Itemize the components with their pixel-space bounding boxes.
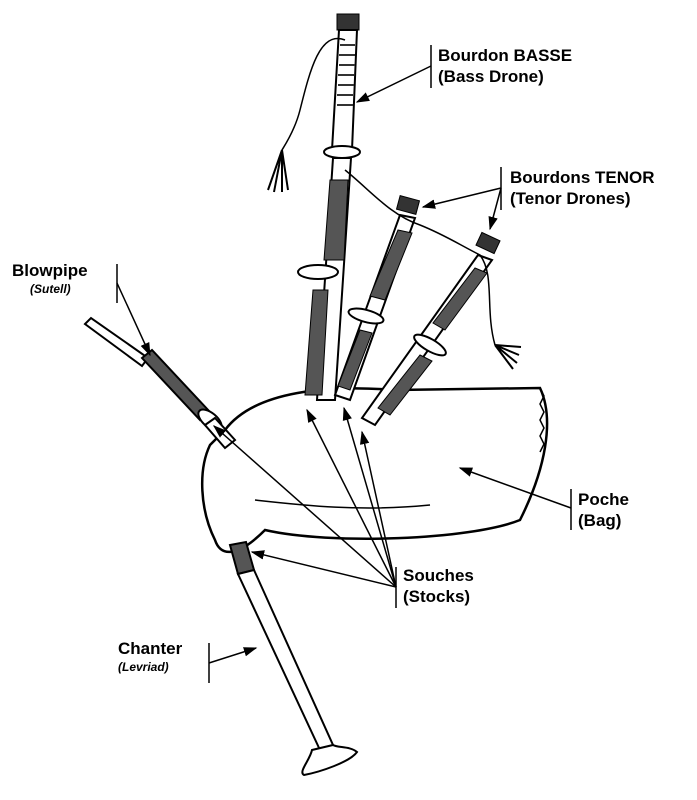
bag-fold [254,499,431,509]
label-stocks-subtitle: (Stocks) [403,587,471,606]
label-tenor-drones-title: Bourdons TENOR [510,168,655,187]
label-blowpipe-subtitle: (Sutell) [30,282,71,296]
chanter [228,540,359,777]
label-bag-subtitle: (Bag) [578,511,622,530]
bass-tassel [267,149,289,193]
tenor-drone-2 [360,231,501,427]
tenor-drone-1 [333,195,421,402]
label-bag: Poche (Bag) [578,489,629,531]
bass-drone-cord [281,37,346,151]
tenor-tassel [494,344,522,370]
label-bass-drone: Bourdon BASSE (Bass Drone) [438,45,572,87]
label-bass-drone-title: Bourdon BASSE [438,46,573,65]
label-tenor-drones-subtitle: (Tenor Drones) [510,189,631,208]
bass-drone [297,13,361,401]
label-tenor-drones: Bourdons TENOR (Tenor Drones) [510,167,655,209]
label-blowpipe-title: Blowpipe [12,261,88,280]
label-chanter: Chanter (Levriad) [118,638,182,675]
drone-cord [344,169,496,346]
bag-shape [200,386,549,554]
label-chanter-subtitle: (Levriad) [118,660,169,674]
label-stocks: Souches (Stocks) [403,565,474,607]
label-stocks-title: Souches [403,566,474,585]
label-blowpipe: Blowpipe (Sutell) [12,260,88,297]
blowpipe [83,316,237,450]
label-bass-drone-subtitle: (Bass Drone) [438,67,544,86]
leader-lines [116,45,572,683]
label-chanter-title: Chanter [118,639,183,658]
label-bag-title: Poche [578,490,630,509]
bag-end-fringe [539,387,545,453]
